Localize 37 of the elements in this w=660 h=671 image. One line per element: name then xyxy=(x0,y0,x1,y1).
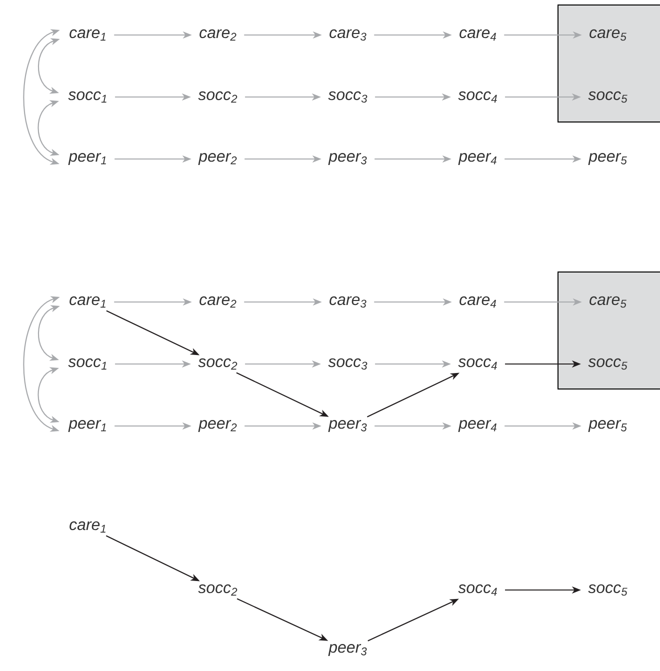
variable-label: socc$_{3}$ xyxy=(328,91,368,103)
variable-label: socc$_{4}$ xyxy=(458,91,497,103)
variable-label: socc$_{5}$ xyxy=(588,91,628,103)
variable-label: socc$_{5}$ xyxy=(588,358,628,370)
variable-label: peer$_{2}$ xyxy=(198,420,237,432)
variable-label: peer$_{3}$ xyxy=(328,153,367,165)
variable-label: care$_{5}$ xyxy=(590,29,626,41)
variable-label: peer$_{3}$ xyxy=(328,644,367,656)
variable-label: socc$_{2}$ xyxy=(198,358,238,370)
variable-label: peer$_{4}$ xyxy=(458,153,496,165)
variable-label: peer$_{5}$ xyxy=(588,153,627,165)
variable-label: care$_{4}$ xyxy=(460,29,496,41)
variable-label: peer$_{1}$ xyxy=(68,153,106,165)
variable-label: care$_{1}$ xyxy=(70,29,106,41)
variable-label: peer$_{4}$ xyxy=(458,420,496,432)
variable-label: socc$_{2}$ xyxy=(198,584,238,596)
shaded-box xyxy=(558,4,660,122)
variable-label: care$_{5}$ xyxy=(590,296,626,308)
variable-label: socc$_{1}$ xyxy=(68,91,106,103)
variable-label: care$_{3}$ xyxy=(330,29,366,41)
shaded-box xyxy=(558,272,660,390)
variable-label: care$_{2}$ xyxy=(200,296,236,308)
variable-label: socc$_{5}$ xyxy=(588,584,628,596)
variable-label: socc$_{3}$ xyxy=(328,358,368,370)
variable-label: care$_{3}$ xyxy=(330,296,366,308)
variable-label: care$_{1}$ xyxy=(70,521,106,533)
variable-label: peer$_{2}$ xyxy=(198,153,237,165)
variable-label: care$_{1}$ xyxy=(70,296,106,308)
variable-label: socc$_{1}$ xyxy=(68,358,106,370)
variable-label: care$_{2}$ xyxy=(200,29,236,41)
variable-label: peer$_{3}$ xyxy=(328,420,367,432)
variable-label: peer$_{1}$ xyxy=(68,420,106,432)
variable-label: care$_{4}$ xyxy=(460,296,496,308)
variable-label: socc$_{4}$ xyxy=(458,358,497,370)
variable-label: socc$_{2}$ xyxy=(198,91,238,103)
variable-label: peer$_{5}$ xyxy=(588,420,627,432)
variable-label: socc$_{4}$ xyxy=(458,584,497,596)
